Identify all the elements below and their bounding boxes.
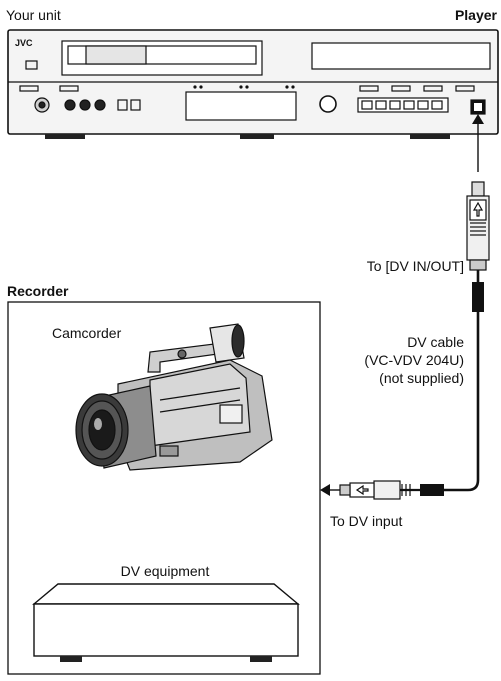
disc-tray: [311, 42, 491, 70]
dv-plug-icon: [339, 480, 420, 500]
small-button: [25, 60, 38, 70]
ferrite-core: [420, 484, 444, 496]
small-button: [130, 99, 141, 111]
arrow-to-recorder: [320, 484, 340, 496]
power-knob: [319, 95, 337, 113]
dv-plug-icon: [466, 181, 490, 271]
your-unit-label: Your unit: [6, 7, 61, 23]
arrow-to-port: [472, 114, 484, 172]
ferrite-core: [472, 282, 484, 312]
av-jack: [94, 99, 106, 111]
dv-equipment-label: DV equipment: [120, 563, 210, 579]
recorder-label: Recorder: [7, 283, 69, 299]
av-jack: [79, 99, 91, 111]
small-button: [59, 85, 79, 92]
small-button: [455, 85, 475, 92]
front-dial-center: [38, 101, 46, 109]
to-dv-in-out-label: To [DV IN/OUT]: [366, 258, 464, 274]
dv-cable-label-line3: (not supplied): [379, 370, 464, 386]
dv-equipment-box-illustration: [32, 583, 300, 662]
foot: [240, 134, 274, 139]
small-button: [19, 85, 39, 92]
player-label: Player: [454, 7, 497, 23]
small-button: [117, 99, 128, 111]
to-dv-input-label: To DV input: [330, 513, 403, 529]
camcorder-illustration: [75, 323, 273, 471]
small-button: [423, 85, 443, 92]
dv-cable-label-line2: (VC-VDV 204U): [364, 352, 464, 368]
cable-line: [440, 270, 480, 492]
recorder-panel: [7, 301, 321, 675]
camcorder-label: Camcorder: [52, 325, 122, 341]
front-display: [185, 91, 297, 121]
foot: [410, 134, 450, 139]
small-button: [391, 85, 411, 92]
player-unit-illustration: [7, 29, 499, 139]
av-jack: [64, 99, 76, 111]
tape-window: [85, 45, 147, 65]
small-button: [359, 85, 379, 92]
foot: [45, 134, 85, 139]
dv-cable-label-line1: DV cable: [407, 334, 464, 350]
brand-logo: JVC: [15, 38, 33, 48]
